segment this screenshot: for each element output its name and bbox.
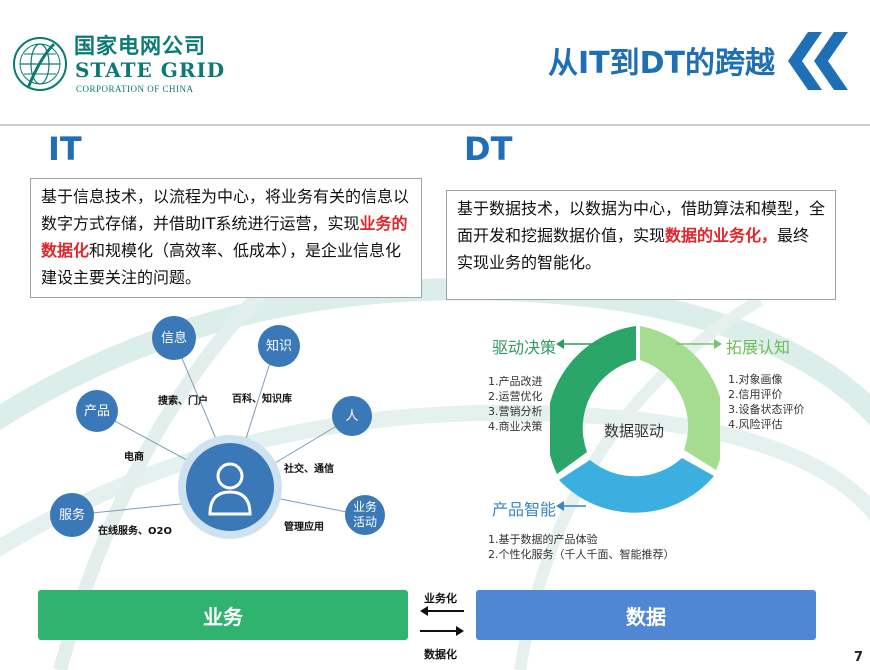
page-number: 7 <box>854 650 864 665</box>
drive-decision-title: 驱动决策 <box>492 338 557 357</box>
expand-item: 3.设备状态评价 <box>728 403 805 416</box>
node-business-activity: 业务活动 <box>345 495 385 535</box>
expand-item: 1.对象画像 <box>728 373 783 386</box>
it-text-before: 基于信息技术，以流程为中心，将业务有关的信息以数字方式存储，并借助IT系统进行运… <box>41 187 410 233</box>
expand-item: 4.风险评估 <box>728 418 783 431</box>
product-intelligence-list: 1.基于数据的产品体验 2.个性化服务（千人千面、智能推荐） <box>488 532 675 562</box>
it-label: IT <box>48 130 82 168</box>
drive-item: 3.营销分析 <box>488 405 543 418</box>
edge-label-ecommerce: 电商 <box>124 452 144 463</box>
node-info: 信息 <box>152 316 196 360</box>
arrow-left-icon <box>420 606 464 616</box>
edge-label-social: 社交、通信 <box>284 464 334 475</box>
edge-label-wiki: 百科、知识库 <box>232 394 292 405</box>
dt-description-box: 基于数据技术，以数据为中心，借助算法和模型，全面开发和挖掘数据价值，实现数据的业… <box>446 190 836 300</box>
ring-center-label: 数据驱动 <box>604 422 665 440</box>
data-bar: 数据 <box>476 590 816 640</box>
node-product: 产品 <box>76 390 118 432</box>
product-intelligence-title: 产品智能 <box>492 500 557 519</box>
page-title: 从IT到DT的跨越 <box>548 46 775 81</box>
it-text-after: 和规模化（高效率、低成本），是企业信息化建设主要关注的问题。 <box>41 241 402 287</box>
node-knowledge: 知识 <box>258 325 300 367</box>
logo-subtitle: CORPORATION OF CHINA <box>76 84 194 94</box>
arrow-left-icon <box>556 501 586 511</box>
expand-cognition-list: 1.对象画像 2.信用评价 3.设备状态评价 4.风险评估 <box>728 372 805 432</box>
edge-label-search: 搜索、门户 <box>158 396 208 407</box>
to-data-label: 数据化 <box>424 648 457 661</box>
drive-item: 4.商业决策 <box>488 420 543 433</box>
edge-label-online: 在线服务、O2O <box>98 526 172 537</box>
drive-item: 1.产品改进 <box>488 375 543 388</box>
dt-text-after: 最终实现业务的智能化。 <box>457 226 810 272</box>
business-bar: 业务 <box>38 590 408 640</box>
chevron-left-icon <box>788 32 848 90</box>
edge-label-mgmt: 管理应用 <box>284 522 324 533</box>
logo-chinese-name: 国家电网公司 <box>74 34 206 58</box>
drive-item: 2.运营优化 <box>488 390 543 403</box>
node-person: 人 <box>332 396 372 436</box>
arrow-right-icon <box>420 626 464 636</box>
header-divider <box>0 124 870 126</box>
product-item: 1.基于数据的产品体验 <box>488 533 598 546</box>
product-item: 2.个性化服务（千人千面、智能推荐） <box>488 548 675 561</box>
user-icon <box>208 462 252 516</box>
it-description-box: 基于信息技术，以流程为中心，将业务有关的信息以数字方式存储，并借助IT系统进行运… <box>30 178 422 298</box>
node-service: 服务 <box>50 493 94 537</box>
state-grid-logo-icon <box>13 37 67 91</box>
expand-cognition-title: 拓展认知 <box>726 338 791 357</box>
dt-text-before: 基于数据技术，以数据为中心，借助算法和模型，全面开发和挖掘数据价值，实现 <box>457 199 826 245</box>
arrow-left-icon <box>556 339 602 349</box>
arrow-right-icon <box>676 339 722 349</box>
dt-label: DT <box>464 130 513 168</box>
drive-decision-list: 1.产品改进 2.运营优化 3.营销分析 4.商业决策 <box>488 374 543 434</box>
expand-item: 2.信用评价 <box>728 388 783 401</box>
it-highlight: 业务的数据化 <box>41 214 408 260</box>
data-driven-ring <box>550 326 720 513</box>
dt-highlight: 数据的业务化， <box>665 226 778 245</box>
logo-english-name: STATE GRID <box>75 58 226 82</box>
to-business-label: 业务化 <box>424 592 457 605</box>
